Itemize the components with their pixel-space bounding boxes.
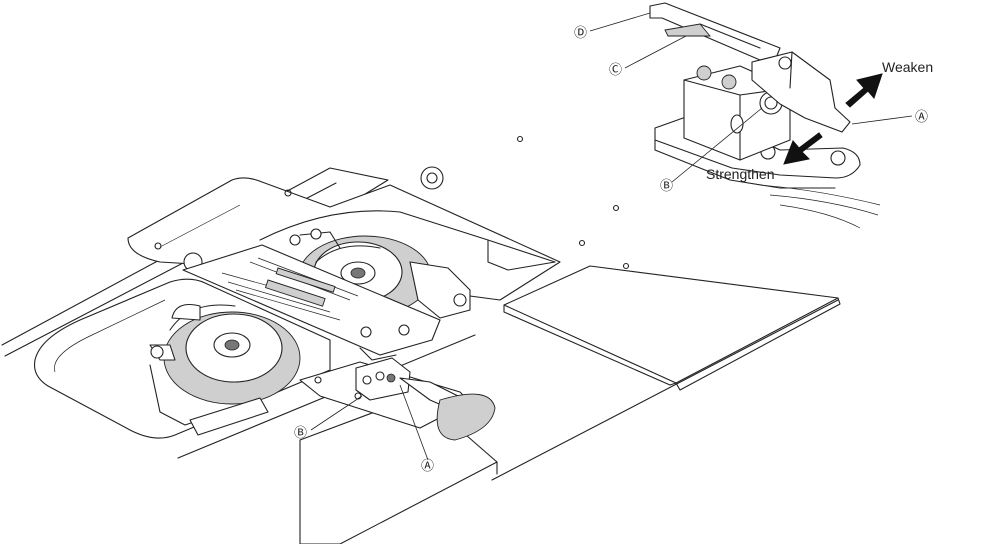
strengthen-arrow <box>783 132 823 165</box>
strengthen-label: Strengthen <box>706 166 775 182</box>
front-hook-assembly <box>149 303 301 436</box>
leader-lines <box>310 12 913 461</box>
callout-a-top: Ⓐ <box>915 110 928 125</box>
callout-d-top: Ⓓ <box>574 26 587 41</box>
guard-assembly <box>299 347 496 441</box>
callout-b-bottom: Ⓑ <box>294 426 307 441</box>
callout-b-top: Ⓑ <box>660 179 673 194</box>
weaken-arrow <box>845 73 883 108</box>
callout-c-top: Ⓒ <box>609 63 622 78</box>
weaken-label: Weaken <box>882 59 933 75</box>
detail-view <box>649 2 881 229</box>
needle-plate <box>182 244 441 356</box>
callout-a-bottom: Ⓐ <box>421 459 434 474</box>
